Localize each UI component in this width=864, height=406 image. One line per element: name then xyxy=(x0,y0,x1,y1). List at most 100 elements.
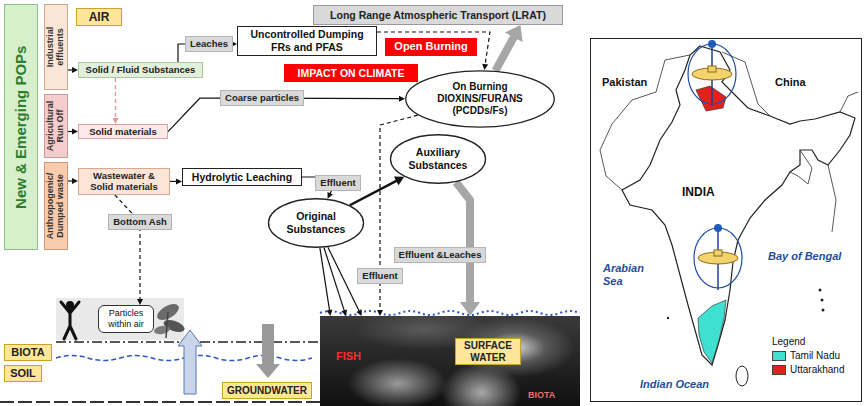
arrow-head xyxy=(399,96,405,102)
legend-text: Tamil Nadu xyxy=(790,350,840,362)
downward-arrow xyxy=(256,324,280,378)
substance-box: Solid / Fluid Substances xyxy=(78,62,203,78)
process-box: Uncontrolled Dumping FRs and PFAS xyxy=(237,26,377,56)
edge-label: Leaches xyxy=(185,36,233,51)
ellipse-outline xyxy=(390,135,485,184)
sea-name: Bay of Bengal xyxy=(768,250,841,263)
transport-box: Long Range Atmospheric Transport (LRAT) xyxy=(313,5,563,25)
process-ellipse: Original Substances xyxy=(268,198,364,248)
node-text: Wastewater & Solid materials xyxy=(83,170,165,193)
connector xyxy=(496,25,523,71)
connector-line xyxy=(324,248,345,312)
country-name: INDIA xyxy=(682,186,715,200)
india-map xyxy=(698,300,726,363)
node-text: Anthropogenic/ Dumped waste xyxy=(46,167,66,245)
edge-label: Effluent xyxy=(357,268,402,283)
substance-box: Wastewater & Solid materials xyxy=(78,168,170,195)
source-band: Industrial effluents xyxy=(44,4,68,90)
edge-label-holder: Bottom Ash xyxy=(108,214,171,229)
india-map xyxy=(828,165,836,232)
sea-name: Indian Ocean xyxy=(640,378,709,391)
arrow-head xyxy=(460,302,480,316)
india-map xyxy=(819,289,822,292)
compartment-tag: SOIL xyxy=(4,365,42,382)
india-map xyxy=(790,150,812,184)
source-band: Agricultural Run Off xyxy=(44,94,68,158)
connector xyxy=(68,67,78,73)
arrow-head xyxy=(394,177,404,186)
connector xyxy=(68,129,78,135)
connector-line xyxy=(320,248,330,311)
node-text: SURFACE WATER xyxy=(455,338,521,365)
label-holder: FISH xyxy=(336,350,361,363)
connector-line xyxy=(115,78,116,119)
category-band: New & Emerging POPs xyxy=(4,4,38,250)
process-ellipse: Auxiliary Substances xyxy=(390,134,486,184)
legend-row: Tamil Nadu xyxy=(772,350,840,362)
india-map xyxy=(667,317,669,319)
ellipse-outline xyxy=(268,199,363,248)
edge-label: Bottom Ash xyxy=(108,214,171,229)
edge-label: Effluent &Leaches xyxy=(394,247,487,262)
edge-label-holder: Effluent &Leaches xyxy=(394,247,487,262)
biota-photo xyxy=(153,325,170,336)
country-name: China xyxy=(775,76,806,89)
node-text: On Burning DIOXINS/FURANS (PCDDs/Fs) xyxy=(428,81,532,117)
legend-swatch xyxy=(772,365,786,375)
node-text: Hydrolytic Leaching xyxy=(187,171,297,184)
node-text: Solid / Fluid Substances xyxy=(83,64,198,75)
upward-arrow xyxy=(178,330,202,394)
connector xyxy=(115,195,143,305)
connector-line xyxy=(115,195,140,300)
alert-box: IMPACT ON CLIMATE xyxy=(284,64,418,82)
pendulum-icon xyxy=(714,250,722,256)
connector xyxy=(113,78,119,124)
compartment-tag: GROUNDWATER xyxy=(222,382,312,399)
process-ellipse: On Burning DIOXINS/FURANS (PCDDs/Fs) xyxy=(405,70,555,128)
pendulum-icon xyxy=(688,40,736,106)
biota-photo xyxy=(56,298,184,340)
node-text: AIR xyxy=(81,10,117,24)
biota-photo xyxy=(166,312,168,338)
node-text: Uncontrolled Dumping FRs and PFAS xyxy=(242,28,372,53)
legend-swatch xyxy=(772,351,786,361)
source-band: Anthropogenic/ Dumped waste xyxy=(44,162,68,250)
label-holder: Legend xyxy=(772,336,805,348)
connector-line xyxy=(328,247,360,312)
callout-box: Particles within air xyxy=(98,305,154,333)
label-holder: Arabian Sea xyxy=(603,262,653,287)
biota-photo xyxy=(61,302,79,339)
india-map xyxy=(722,52,770,116)
legend-row: Uttarakhand xyxy=(772,364,844,376)
compartment-tag: AIR xyxy=(76,8,122,26)
label-holder: China xyxy=(775,76,806,89)
node-text: GROUNDWATER xyxy=(227,385,307,397)
label-holder: BIOTA xyxy=(528,390,555,400)
biota-photo xyxy=(56,298,186,340)
node-text: Original Substances xyxy=(282,210,350,235)
node-text: Long Range Atmospheric Transport (LRAT) xyxy=(318,9,558,22)
india-map xyxy=(822,309,825,312)
india-map xyxy=(622,46,855,365)
node-text: Industrial effluents xyxy=(46,9,66,85)
arrow-head xyxy=(482,64,488,70)
sea-name: Arabian Sea xyxy=(603,262,653,287)
substance-box: Solid materials xyxy=(78,124,168,139)
india-map xyxy=(736,366,748,386)
india-map xyxy=(821,299,824,302)
upward-arrow xyxy=(178,330,202,394)
label-holder: Pakistan xyxy=(602,76,647,89)
edge-label: Coarse particles xyxy=(220,90,304,105)
arrow-head xyxy=(341,309,347,316)
arrow-head xyxy=(356,309,361,316)
india-map xyxy=(591,39,862,402)
ellipse-outline xyxy=(406,71,555,127)
edge-label-holder: Effluent xyxy=(315,175,360,190)
connector xyxy=(170,178,182,184)
node-text: Particles within air xyxy=(102,308,150,330)
node-text: Agricultural Run Off xyxy=(46,99,66,153)
node-text: Auxiliary Substances xyxy=(404,146,472,171)
photo-caption: FISH xyxy=(336,350,361,363)
downward-arrow xyxy=(256,324,280,378)
india-map xyxy=(600,55,690,190)
